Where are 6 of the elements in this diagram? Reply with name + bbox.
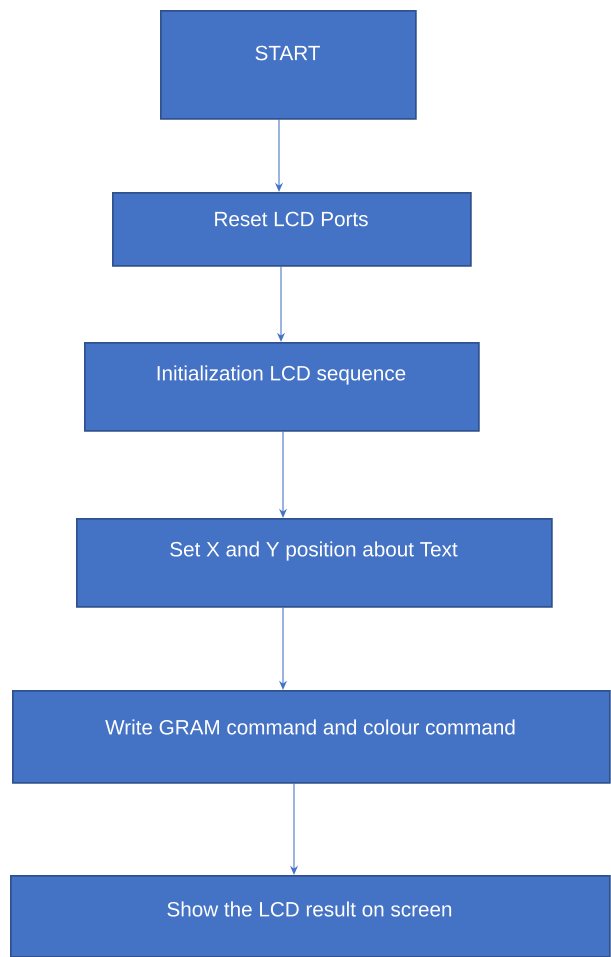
process-box: START xyxy=(160,10,417,120)
process-box: Write GRAM command and colour command xyxy=(12,690,611,784)
process-box: Initialization LCD sequence xyxy=(84,342,480,432)
process-box: Set X and Y position about Text xyxy=(76,518,553,608)
process-box: Reset LCD Ports xyxy=(112,192,472,267)
process-box: Show the LCD result on screen xyxy=(10,875,611,957)
